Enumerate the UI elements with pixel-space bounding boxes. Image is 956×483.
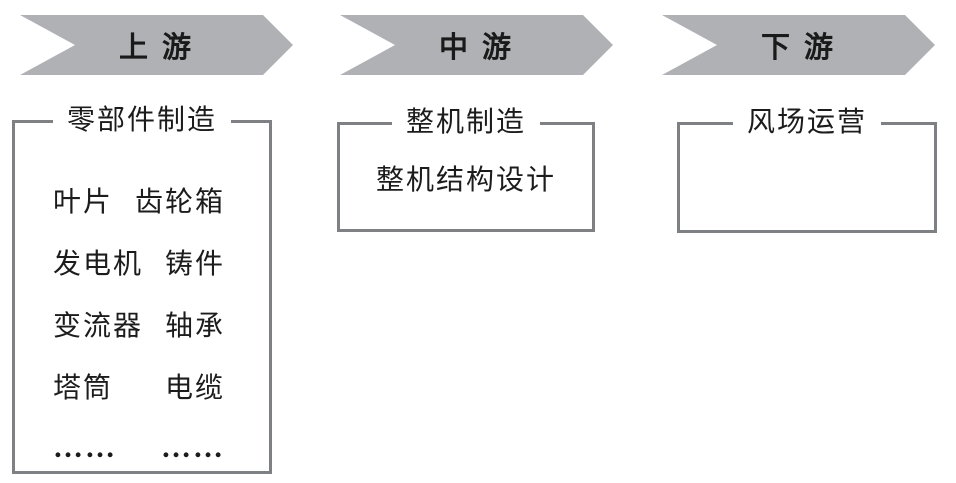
- ellipsis-item: ……: [161, 431, 225, 464]
- midstream-arrow-banner: 中 游: [340, 15, 613, 75]
- component-item: 塔筒: [53, 373, 114, 404]
- component-row: 变流器 轴承: [15, 293, 269, 355]
- midstream-arrow-label: 中 游: [438, 32, 515, 64]
- ellipsis-item: ……: [53, 431, 117, 464]
- component-item: 齿轮箱: [134, 187, 225, 218]
- component-row: 塔筒 电缆: [15, 355, 269, 417]
- downstream-box: 风场运营: [677, 106, 937, 233]
- component-row: …… ……: [15, 417, 269, 479]
- component-row: 叶片 齿轮箱: [15, 169, 269, 231]
- downstream-arrow-label: 下 游: [760, 32, 837, 64]
- upstream-arrow-label: 上 游: [118, 32, 195, 64]
- downstream-box-title: 风场运营: [732, 106, 882, 140]
- component-list: 叶片 齿轮箱 发电机 铸件 变流器 轴承 塔筒 电缆 …… ……: [15, 169, 269, 479]
- component-item: 轴承: [164, 311, 225, 342]
- component-item: 铸件: [164, 249, 225, 280]
- upstream-box: 零部件制造 叶片 齿轮箱 发电机 铸件 变流器 轴承 塔筒 电缆 …… ……: [12, 104, 272, 474]
- midstream-box: 整机制造 整机结构设计: [337, 106, 595, 232]
- component-item: 变流器: [53, 311, 144, 342]
- upstream-box-title: 零部件制造: [52, 104, 232, 138]
- midstream-box-title: 整机制造: [391, 106, 541, 140]
- upstream-arrow-banner: 上 游: [20, 15, 293, 75]
- component-row: 发电机 铸件: [15, 231, 269, 293]
- component-item: 发电机: [53, 249, 144, 280]
- midstream-box-content: 整机结构设计: [375, 165, 556, 196]
- component-item: 叶片: [53, 187, 114, 218]
- downstream-arrow-banner: 下 游: [662, 15, 935, 75]
- component-item: 电缆: [164, 373, 225, 404]
